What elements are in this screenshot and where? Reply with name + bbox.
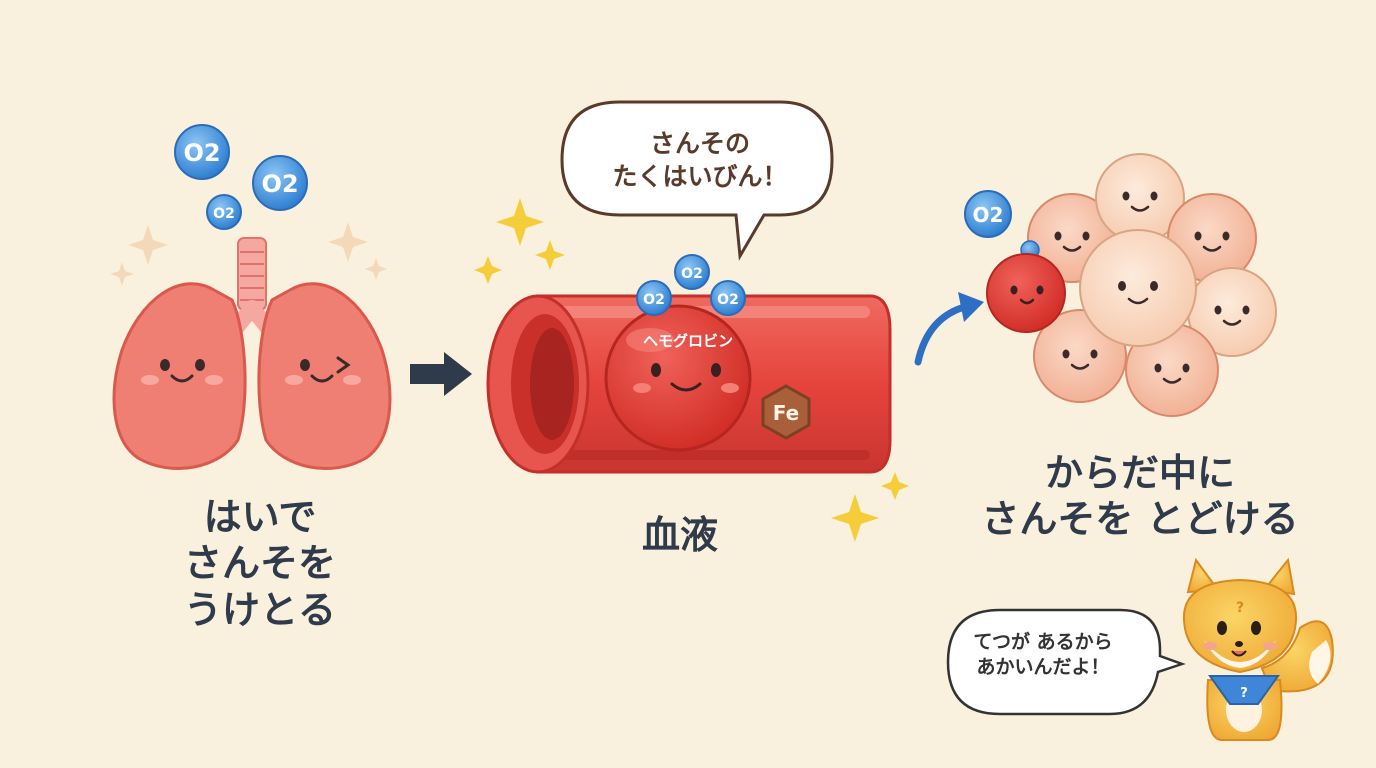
fox-speech-line: てつが あるから (973, 631, 1113, 653)
fox-speech-text: てつが あるから あかいんだよ！ (948, 630, 1138, 679)
body-cell-cluster (1027, 153, 1277, 417)
hemoglobin-label: ヘモグロビン (643, 332, 733, 350)
lungs-caption: はいで さんそを うけとる (130, 494, 390, 633)
body-caption: からだ中に さんそを とどける (930, 450, 1350, 543)
o2-bubble: O2 (206, 194, 242, 230)
curved-arrow-icon (914, 292, 984, 366)
body-caption-line: さんそを とどける (981, 497, 1299, 542)
o2-bubble-label: O2 (973, 203, 1004, 227)
delivering-red-blood-cell (986, 240, 1066, 333)
arrow-right-icon (410, 352, 472, 396)
scarf-mark: ? (1240, 686, 1248, 701)
o2-bubble: O2 (674, 254, 710, 290)
iron-hexagon-icon: Fe (761, 384, 811, 440)
o2-bubble-label: O2 (681, 266, 703, 282)
body-cell (1187, 267, 1277, 357)
o2-bubble-label: O2 (183, 139, 220, 167)
o2-bubble: O2 (636, 280, 672, 316)
iron-label: Fe (773, 401, 799, 425)
sparkle-icon (474, 198, 909, 542)
rbc-speech-bubble (560, 100, 834, 261)
lungs-caption-line: さんそを (183, 541, 336, 586)
fox-speech-bubble (946, 608, 1186, 716)
o2-bubble-label: O2 (213, 206, 235, 222)
rbc-speech-text: さんその たくはいびん！ (570, 128, 830, 193)
rbc-speech-line: さんその (649, 129, 750, 158)
lungs-caption-line: はいで (203, 495, 317, 539)
o2-bubble-label: O2 (261, 170, 298, 198)
o2-bubble-label: O2 (643, 292, 665, 308)
o2-bubble: O2 (174, 124, 230, 180)
lungs-illustration: O2 O2 O2 (110, 124, 392, 470)
right-lung (257, 282, 392, 470)
left-lung (112, 282, 247, 470)
o2-bubble: O2 (710, 280, 746, 316)
o2-bubble: O2 (964, 190, 1012, 238)
fox-speech-line: あかいんだよ！ (976, 655, 1110, 678)
o2-bubble-label: O2 (717, 292, 739, 308)
rbc-speech-line: たくはいびん！ (612, 161, 788, 191)
sparkle-icon (110, 222, 387, 286)
left-lung-face (141, 359, 223, 385)
blood-caption: 血液 (641, 513, 718, 557)
red-blood-cell: ヘモグロビン (604, 304, 752, 452)
body-caption-line: からだ中に (1044, 451, 1235, 495)
fox-mascot: ? ? (1182, 557, 1334, 741)
o2-bubble: O2 (252, 155, 308, 211)
lungs-caption-line: うけとる (183, 587, 336, 632)
right-lung-face (285, 356, 361, 385)
body-cell (1079, 229, 1197, 347)
hat-mark: ? (1236, 600, 1244, 616)
